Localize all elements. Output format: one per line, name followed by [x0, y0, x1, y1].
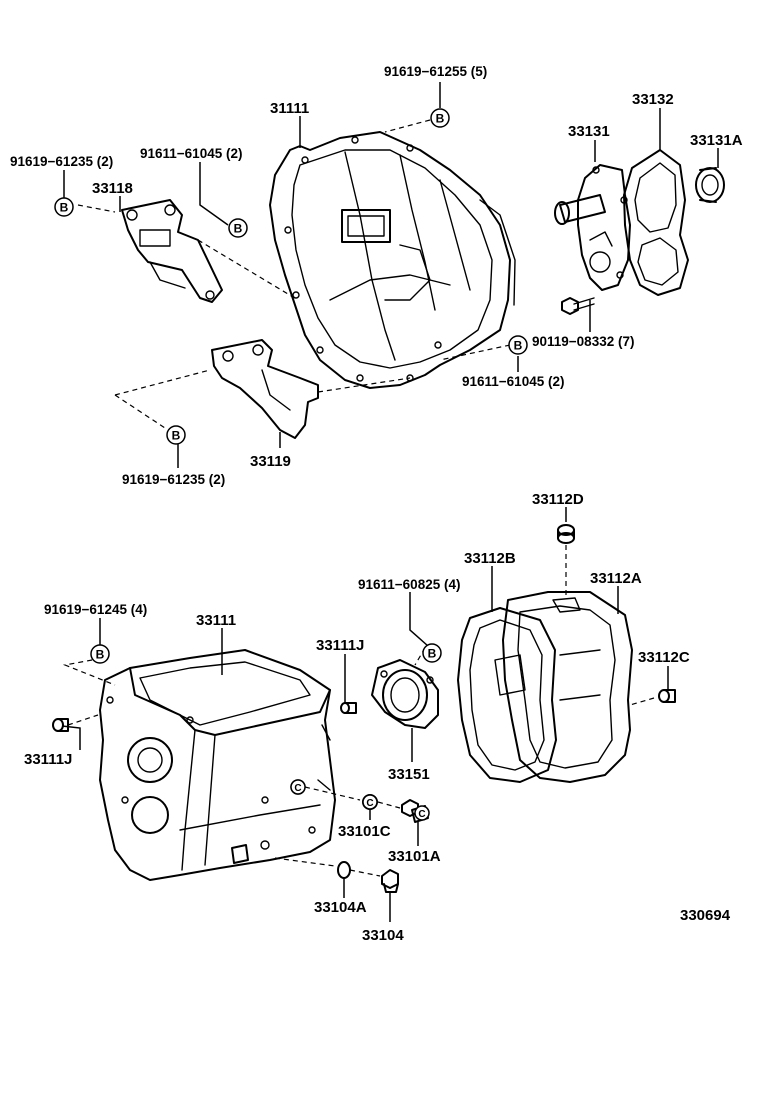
gasket-33112B [457, 607, 557, 783]
pin-33111J-a [340, 702, 357, 714]
svg-text:C: C [294, 783, 301, 794]
marker-c-2: C [362, 794, 378, 810]
bolt-90119-08332 [561, 297, 595, 315]
label-33131: 33131 [568, 123, 610, 140]
gasket-33132 [623, 149, 689, 296]
label-33111J-top: 33111J [316, 637, 364, 654]
svg-text:B: B [172, 429, 181, 443]
case-cover-33112A [502, 591, 633, 783]
plug-33112C [658, 689, 676, 703]
label-91619-61245: 91619−61245 (4) [44, 602, 147, 617]
marker-b-7: B [90, 644, 110, 664]
label-illustration-number: 330694 [680, 907, 731, 924]
svg-text:C: C [366, 798, 373, 809]
label-33151: 33151 [388, 766, 430, 783]
marker-c-3: C [414, 805, 430, 821]
label-33101A: 33101A [388, 848, 441, 865]
transmission-case-33111 [99, 649, 336, 881]
marker-c-1: C [290, 779, 306, 795]
marker-b-5: B [166, 425, 186, 445]
label-33118: 33118 [92, 180, 133, 197]
label-33104: 33104 [362, 927, 404, 944]
svg-text:B: B [234, 222, 243, 236]
label-33112C: 33112C [638, 649, 690, 666]
marker-b-2: B [54, 197, 74, 217]
label-33111: 33111 [196, 612, 236, 629]
retainer-33151 [371, 659, 439, 729]
bearing-retainer-33131 [554, 164, 631, 291]
label-31111: 31111 [270, 100, 309, 117]
plug-33112D [557, 524, 575, 544]
gasket-33104A [337, 861, 351, 879]
label-33119: 33119 [250, 453, 291, 470]
label-33132: 33132 [632, 91, 674, 108]
clutch-housing-31111 [269, 131, 516, 389]
oil-seal-33131A [695, 167, 725, 203]
drain-plug-33104 [381, 869, 399, 893]
marker-b-1: B [430, 108, 450, 128]
label-90119-08332: 90119−08332 (7) [532, 334, 634, 349]
label-91611-61045-bottom: 91611−61045 (2) [462, 374, 564, 389]
svg-text:B: B [96, 648, 105, 662]
label-91611-60825: 91611−60825 (4) [358, 577, 460, 592]
label-91619-61235-top: 91619−61235 (2) [10, 154, 113, 169]
label-33112B: 33112B [464, 550, 516, 567]
svg-text:B: B [428, 647, 437, 661]
bracket-33119 [211, 339, 319, 439]
svg-text:B: B [514, 339, 523, 353]
label-91611-61045-top: 91611−61045 (2) [140, 146, 242, 161]
marker-b-4: B [508, 335, 528, 355]
label-33111J-left: 33111J [24, 751, 72, 768]
bracket-33118 [121, 199, 223, 303]
label-33101C: 33101C [338, 823, 391, 840]
marker-b-3: B [228, 218, 248, 238]
marker-b-6: B [422, 643, 442, 663]
part-labels: 91619−61255 (5) 31111 33131 33132 33131A… [10, 64, 743, 944]
svg-text:B: B [60, 201, 69, 215]
label-91619-61255: 91619−61255 (5) [384, 64, 487, 79]
svg-text:C: C [418, 809, 425, 820]
label-91619-61235-bottom: 91619−61235 (2) [122, 472, 225, 487]
leader-lines [61, 82, 719, 922]
label-33112D: 33112D [532, 491, 584, 508]
pin-33111J-b [52, 718, 69, 732]
label-33104A: 33104A [314, 899, 367, 916]
label-33112A: 33112A [590, 570, 642, 587]
svg-text:B: B [436, 112, 445, 126]
label-33131A: 33131A [690, 132, 743, 149]
